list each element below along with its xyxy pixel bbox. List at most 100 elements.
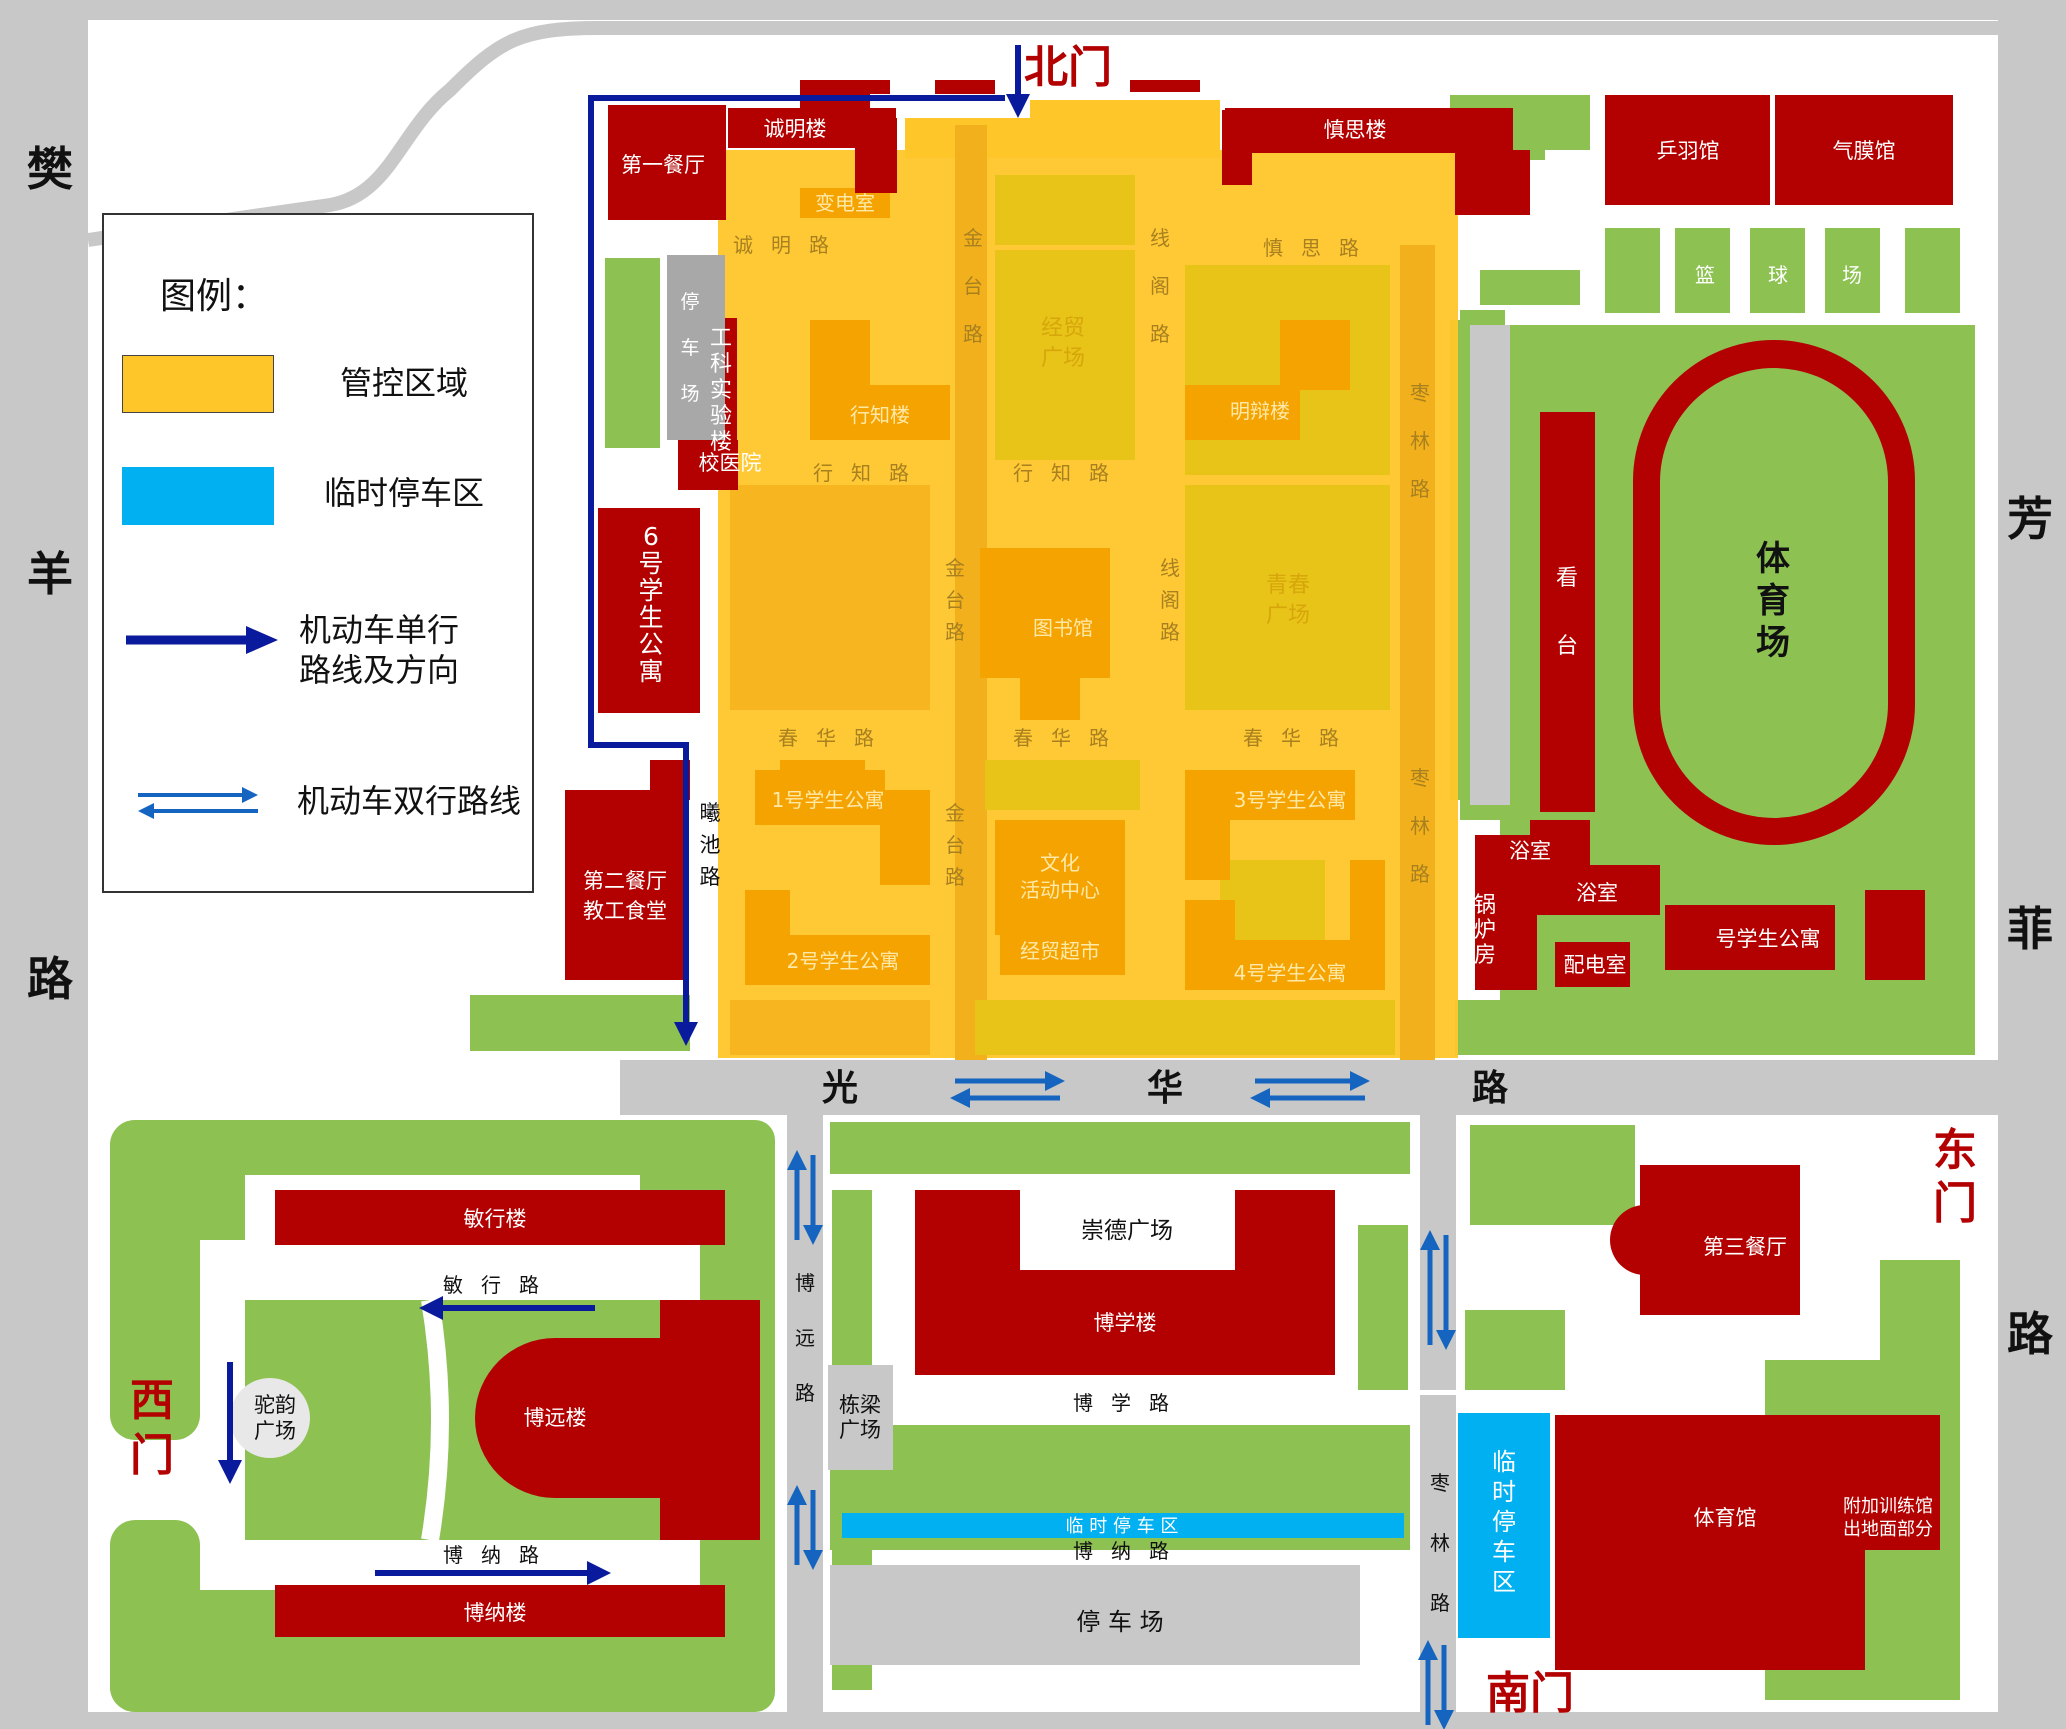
two-way-arrows-icon: [138, 787, 258, 819]
south-parking-grey: [830, 1565, 1360, 1665]
road-label-fanyang-1: 樊: [27, 142, 73, 196]
xichi-road-label: 曦池路: [700, 801, 721, 889]
road-curve-north: [86, 21, 1998, 247]
chengming-label: 诚明楼: [764, 117, 827, 141]
north-gate-label: 北门: [1024, 42, 1112, 93]
bona-road-mid-label: 博纳路: [1073, 1539, 1187, 1563]
cafeteria2-label-2: 教工食堂: [583, 899, 667, 923]
dongliang-label-2: 广场: [839, 1418, 881, 1442]
road-label-fangfei-1: 芳: [2007, 492, 2053, 546]
east-gate-label-1: 东: [1933, 1125, 1977, 1176]
two-way-routes: [787, 1071, 1456, 1729]
road-south-edge: [88, 1712, 1998, 1729]
cafeteria3-label: 第三餐厅: [1703, 1235, 1787, 1259]
chunhua-road-label-1: 春华路: [778, 726, 892, 750]
culture-center-label-2: 活动中心: [1020, 878, 1100, 902]
one-way-routes: [218, 45, 1030, 1585]
zaolin-road-label-1: 枣林路: [1410, 381, 1430, 501]
legend-title: 图例：: [160, 276, 269, 317]
svg-text:篮: 篮: [1695, 263, 1715, 287]
road-left-fanyang: [0, 0, 88, 1729]
dorm6-building: [598, 508, 700, 713]
stadium-label: 体育场: [1756, 539, 1790, 663]
gym-label: 体育馆: [1694, 1506, 1757, 1530]
jingmao-plaza-label-1: 经贸: [1041, 316, 1085, 341]
chengming-road-label: 诚明路: [733, 233, 847, 257]
chongde-label: 崇德广场: [1081, 1218, 1173, 1244]
dorm3-label: 3号学生公寓: [1234, 788, 1347, 812]
substation-label: 变电室: [815, 191, 875, 215]
legend-control-zone-swatch: [122, 355, 274, 413]
stand-label: 看台: [1556, 566, 1578, 659]
minxing-label: 敏行楼: [464, 1207, 527, 1231]
shensi-label: 慎思楼: [1324, 118, 1387, 142]
tuoyun-label-2: 广场: [254, 1419, 296, 1443]
north-building-labels: 第一餐厅 诚明楼 慎思楼 校医院 第二餐厅 教工食堂 乒羽馆 气膜馆 浴室 浴室…: [583, 117, 1896, 977]
north-buildings: [565, 80, 1953, 990]
grey-strip-east: [1470, 325, 1510, 805]
badminton-label: 乒羽馆: [1657, 139, 1720, 163]
xiange-road-label-2: 线阁路: [1160, 556, 1180, 644]
south-area-labels: 驼韵 广场 崇德广场 栋梁 广场 停 车 场 临 时 停 车 区: [254, 1218, 1178, 1636]
jingmao-plaza-label-2: 广场: [1041, 346, 1085, 371]
supermarket-label: 经贸超市: [1020, 939, 1100, 963]
clinic-label: 校医院: [699, 451, 762, 475]
cafeteria2-label-1: 第二餐厅: [583, 869, 667, 893]
jintai-road-label-1: 金台路: [963, 226, 983, 346]
north-vertical-road-labels: 金台路 金台路 金台路 线阁路 线阁路 枣林路 枣林路: [945, 226, 1430, 889]
dorm-east-label: 号学生公寓: [1716, 927, 1821, 951]
north-parking-label: 停车场: [680, 291, 699, 405]
temp-parking-strip: [842, 1513, 1404, 1538]
tuoyun-plaza: [230, 1378, 310, 1458]
west-gate-label-1: 西: [130, 1375, 174, 1426]
shensi-road-label: 慎思路: [1263, 236, 1377, 260]
svg-text:华: 华: [1147, 1068, 1183, 1109]
south-arc: [421, 1298, 449, 1542]
xiange-road-label-1: 线阁路: [1150, 226, 1170, 346]
temp-parking-right-label: 临时停车区: [1492, 1448, 1516, 1596]
training-hall-label-1: 附加训练馆: [1843, 1496, 1933, 1517]
outer-road-labels: 樊 羊 路 芳 菲 路: [27, 142, 2054, 1361]
jintai-road-label-2: 金台路: [945, 556, 965, 644]
road-label-fangfei-3: 路: [2007, 1307, 2054, 1361]
xingzhi-road-label-2: 行知路: [1013, 461, 1127, 485]
one-way-arrow-icon: [126, 626, 278, 654]
gate-labels: 北门 东 门 西 门 南门: [130, 42, 1977, 1719]
road-zaolin-south: [1420, 1110, 1456, 1729]
south-gate-label: 南门: [1486, 1668, 1574, 1719]
temp-parking-strip-label: 临 时 停 车 区: [1066, 1516, 1179, 1537]
east-gate-label-2: 门: [1933, 1178, 1977, 1229]
cafeteria1-building: [608, 105, 726, 220]
north-road-labels: 诚明路 慎思路 行知路 行知路 春华路 春华路 春华路: [733, 233, 1377, 750]
boiler-label: 锅炉房: [1474, 893, 1496, 968]
cafeteria2-building: [565, 790, 685, 980]
svg-text:光: 光: [822, 1068, 858, 1109]
tuoyun-label-1: 驼韵: [254, 1393, 296, 1417]
zaolin-road-south-label: 枣林路: [1430, 1471, 1450, 1615]
control-zone-labels: 变电室 行知楼 明辩楼 图书馆 1号学生公寓 2号学生公寓 3号学生公寓 4号学…: [772, 191, 1347, 985]
zaolin-road-label-2: 枣林路: [1410, 766, 1430, 886]
dorm4-label: 4号学生公寓: [1234, 961, 1347, 985]
road-top: [88, 0, 1998, 20]
svg-text:路: 路: [1472, 1068, 1509, 1109]
bona-building: [275, 1585, 725, 1637]
temp-parking-right: [1458, 1413, 1550, 1638]
mingbian-label: 明辩楼: [1230, 399, 1290, 423]
guanghua-road-label: 光 华 路: [822, 1068, 1509, 1109]
culture-center-label-1: 文化: [1040, 851, 1080, 875]
xingzhi-label: 行知楼: [850, 403, 910, 427]
road-label-fanyang-3: 路: [27, 952, 74, 1006]
bona-road-left-label: 博纳路: [443, 1543, 557, 1567]
bath1-label: 浴室: [1509, 839, 1551, 863]
south-building-labels: 敏行楼 博纳楼 博远楼 博学楼 第三餐厅 体育馆 附加训练馆 出地面部分: [464, 1207, 1934, 1625]
qingchun-plaza-label-1: 青春: [1266, 573, 1310, 598]
road-guanghua: [620, 1060, 1998, 1115]
dongliang-plaza: [828, 1365, 893, 1470]
bath2-label: 浴室: [1576, 881, 1618, 905]
engineering-lab-label: 工科实验楼: [710, 326, 732, 455]
legend-temp-parking-label: 临时停车区: [323, 474, 484, 512]
